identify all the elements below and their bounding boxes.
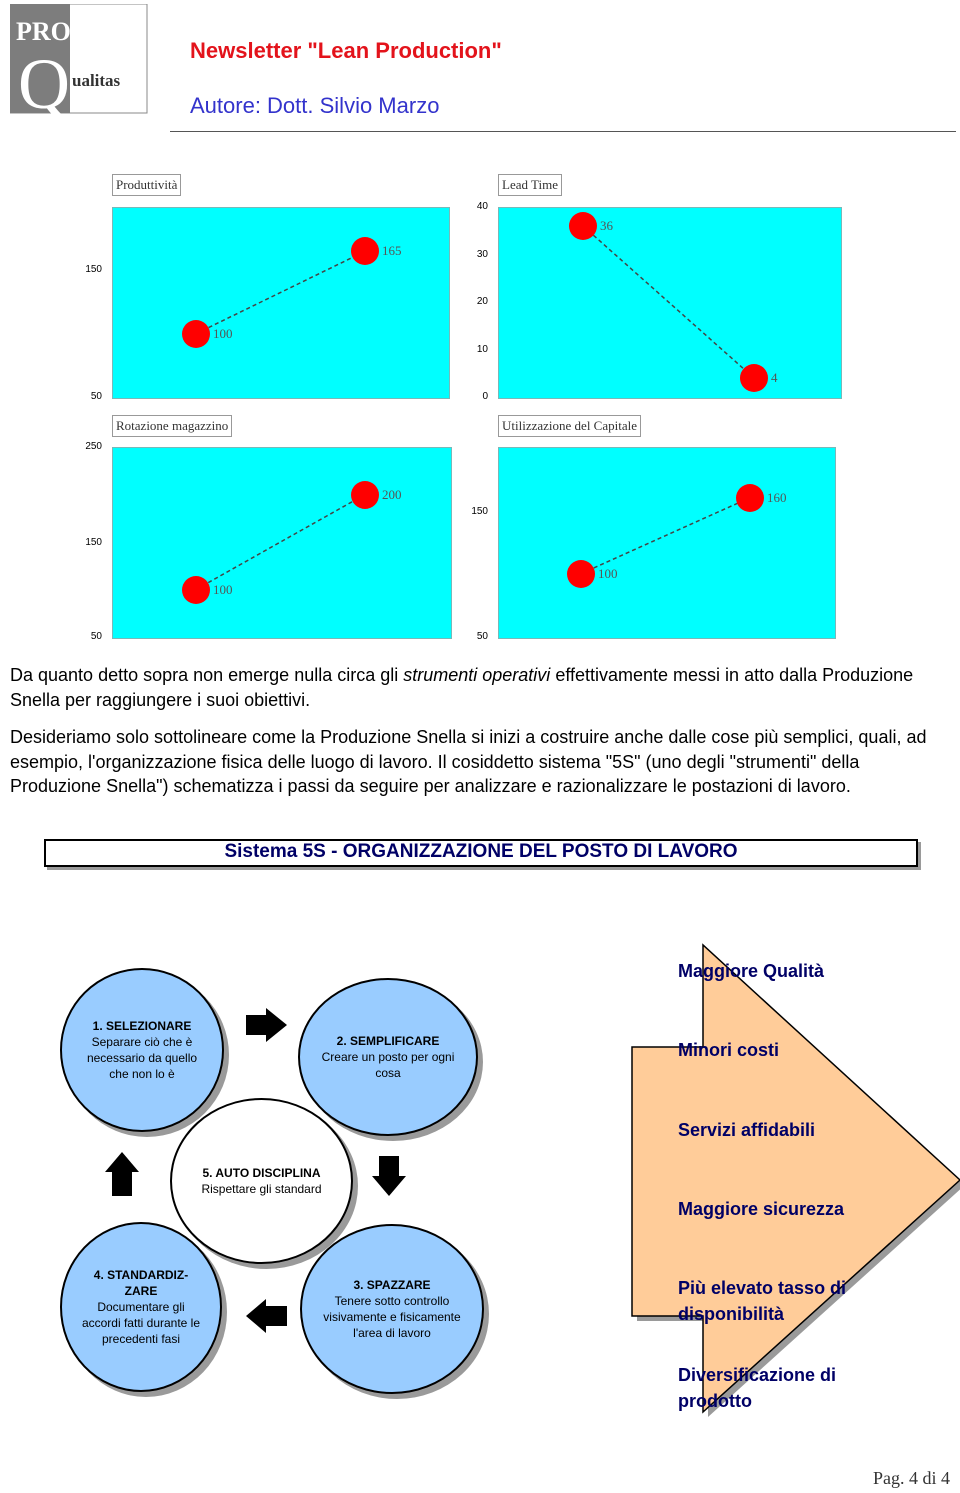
benefits-big-arrow-front xyxy=(631,943,960,1414)
step-3-desc: Tenere sotto controllo visivamente e fis… xyxy=(323,1294,461,1340)
logo-q-text: Q xyxy=(18,44,70,114)
produttivit-plot-area xyxy=(112,207,450,399)
lead-time-data-point xyxy=(740,364,768,392)
produttivit-data-label: 165 xyxy=(382,243,402,259)
lead-time-y-tick: 0 xyxy=(482,391,488,402)
lead-time-data-label: 36 xyxy=(600,218,613,233)
intro-paragraph: Da quanto detto sopra non emerge nulla c… xyxy=(10,663,952,712)
rotazione-magazzino-data-label: 200 xyxy=(382,486,402,502)
body-paragraph: Desideriamo solo sottolineare come la Pr… xyxy=(10,727,927,796)
intro-text-b: effettivamente messi in atto dalla Produ… xyxy=(10,665,914,710)
step-5-title: 5. AUTO DISCIPLINA xyxy=(202,1166,321,1180)
benefit-availability: Più elevato tasso di disponibilità xyxy=(678,1278,847,1324)
step-1-desc: Separare ciò che è necessario da quello … xyxy=(86,1035,198,1081)
produttivit-line-svg xyxy=(195,250,366,335)
logo-pro-text: PRO xyxy=(16,17,71,46)
arrow-left-icon xyxy=(246,1299,287,1333)
lead-time-y-tick: 10 xyxy=(476,344,488,355)
lead-time-line-svg xyxy=(582,225,755,379)
utilizzazione-del-capitale-y-tick: 50 xyxy=(476,631,488,642)
utilizzazione-del-capitale-y-tick: 150 xyxy=(471,506,488,517)
step-3-circle: 3. SPAZZARE Tenere sotto controllo visiv… xyxy=(300,1224,484,1394)
lead-time-y-tick: 30 xyxy=(476,249,488,260)
step-5-circle: 5. AUTO DISCIPLINA Rispettare gli standa… xyxy=(170,1098,353,1264)
lead-time-data-label: 4 xyxy=(771,370,778,385)
utilizzazione-del-capitale-data-point xyxy=(567,559,595,588)
step-1-circle: 1. SELEZIONARE Separare ciò che è necess… xyxy=(60,968,224,1132)
rotazione-magazzino-line-svg xyxy=(195,493,366,591)
lead-time-y-tick: 40 xyxy=(476,201,488,212)
benefit-costs: Minori costi xyxy=(678,1040,780,1060)
step-4-desc: Documentare gli accordi fatti durante le… xyxy=(81,1300,201,1346)
produttivit-y-tick: 150 xyxy=(85,264,102,275)
benefit-quality: Maggiore Qualità xyxy=(678,961,825,981)
produttivit-y-tick: 50 xyxy=(90,391,102,402)
logo-graphic: PRO Q ualitas xyxy=(9,3,148,124)
utilizzazione-del-capitale-data-label: 100 xyxy=(598,565,618,581)
produttivit-series-line xyxy=(195,250,366,335)
step-4-title: 4. STANDARDIZ-ZARE xyxy=(93,1268,189,1298)
arrow-right-icon xyxy=(246,1008,287,1042)
lead-time-y-tick: 20 xyxy=(476,296,488,307)
utilizzazione-del-capitale-data-label: 160 xyxy=(767,489,787,505)
produttivit-data-point xyxy=(351,237,379,266)
header-divider xyxy=(170,131,956,132)
produttivit-data-label: 100 xyxy=(213,325,233,341)
step-1-title: 1. SELEZIONARE xyxy=(92,1019,192,1033)
step-2-desc: Creare un posto per ogni cosa xyxy=(321,1050,455,1080)
author-line: Autore: Dott. Silvio Marzo xyxy=(190,93,440,118)
rotazione-magazzino-chart-title: Rotazione magazzino xyxy=(112,415,233,437)
rotazione-magazzino-data-point xyxy=(182,575,210,604)
arrow-down-icon xyxy=(372,1156,406,1196)
newsletter-title: Newsletter "Lean Production" xyxy=(190,38,502,63)
utilizzazione-del-capitale-plot-area xyxy=(498,447,836,639)
proqualitas-logo: PRO Q ualitas xyxy=(9,3,148,124)
step-5-desc: Rispettare gli standard xyxy=(201,1182,322,1196)
diagram-title-box xyxy=(44,839,918,867)
rotazione-magazzino-data-point xyxy=(351,480,379,509)
rotazione-magazzino-y-tick: 250 xyxy=(85,441,102,452)
utilizzazione-del-capitale-chart-title: Utilizzazione del Capitale xyxy=(498,415,641,437)
step-2-title: 2. SEMPLIFICARE xyxy=(336,1034,440,1048)
intro-text-emphasis: strumenti operativi xyxy=(403,665,551,685)
rotazione-magazzino-series-line xyxy=(195,493,366,591)
step-4-circle: 4. STANDARDIZ-ZARE Documentare gli accor… xyxy=(60,1222,222,1392)
rotazione-magazzino-y-tick: 150 xyxy=(85,537,102,548)
benefit-diversification: Diversificazione di prodotto xyxy=(678,1365,837,1411)
page-number: Pag. 4 di 4 xyxy=(872,1468,950,1488)
utilizzazione-del-capitale-line-svg xyxy=(580,496,751,575)
intro-text-a: Da quanto detto sopra non emerge nulla c… xyxy=(10,665,404,685)
lead-time-series-line xyxy=(582,225,755,379)
lead-time-plot-area xyxy=(498,207,842,399)
step-3-title: 3. SPAZZARE xyxy=(353,1278,431,1292)
logo-ualitas-text: ualitas xyxy=(72,71,121,90)
produttivit-chart-title: Produttività xyxy=(112,174,182,196)
arrow-up-icon xyxy=(105,1152,139,1196)
lead-time-data-point xyxy=(569,212,597,240)
produttivit-data-point xyxy=(182,319,210,348)
lead-time-chart-title: Lead Time xyxy=(498,174,562,196)
rotazione-magazzino-y-tick: 50 xyxy=(90,631,102,642)
step-2-circle: 2. SEMPLIFICARE Creare un posto per ogni… xyxy=(298,978,478,1136)
utilizzazione-del-capitale-series-line xyxy=(580,496,751,575)
diagram-title: Sistema 5S - ORGANIZZAZIONE DEL POSTO DI… xyxy=(224,841,738,862)
utilizzazione-del-capitale-data-point xyxy=(736,483,764,512)
benefit-services: Servizi affidabili xyxy=(678,1120,816,1140)
rotazione-magazzino-plot-area xyxy=(112,447,452,639)
rotazione-magazzino-data-label: 100 xyxy=(213,581,233,597)
benefit-safety: Maggiore sicurezza xyxy=(678,1199,845,1219)
